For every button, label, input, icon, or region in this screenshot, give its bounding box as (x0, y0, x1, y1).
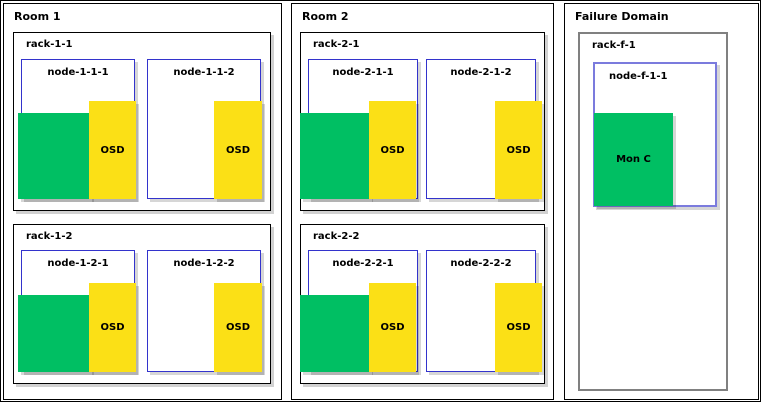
daemon-label: OSD (225, 144, 250, 156)
node-title-node-2-1-1: node-2-1-1 (332, 67, 394, 78)
rack-title-rack-f-1: rack-f-1 (592, 40, 636, 51)
node-title-node-1-1-2: node-1-1-2 (173, 67, 235, 78)
group-title-failure-domain: Failure Domain (575, 10, 669, 23)
daemon-osd-node-1-1-1[interactable]: OSD (89, 101, 136, 199)
daemon-green-node-1-1-1[interactable] (18, 113, 91, 199)
daemon-label: OSD (225, 322, 250, 333)
daemon-label: OSD (100, 322, 125, 333)
daemon-label: Mon C (616, 154, 651, 165)
node-title-node-2-2-1: node-2-2-1 (332, 258, 394, 269)
daemon-osd-node-2-2-2[interactable]: OSD (495, 283, 542, 372)
daemon-osd-node-1-1-2[interactable]: OSD (214, 101, 262, 199)
rack-title-rack-1-2: rack-1-2 (26, 231, 73, 242)
node-title-node-1-2-1: node-1-2-1 (47, 258, 109, 269)
rack-title-rack-2-2: rack-2-2 (313, 231, 360, 242)
group-title-room-2: Room 2 (302, 10, 349, 23)
daemon-osd-node-2-1-1[interactable]: OSD (369, 101, 416, 199)
daemon-green-node-1-2-1[interactable] (18, 295, 91, 372)
node-title-node-2-1-2: node-2-1-2 (450, 67, 512, 78)
daemon-osd-node-1-2-1[interactable]: OSD (89, 283, 136, 372)
daemon-label: OSD (380, 322, 405, 333)
daemon-osd-node-1-2-2[interactable]: OSD (214, 283, 262, 372)
daemon-osd-node-2-1-2[interactable]: OSD (495, 101, 542, 199)
rack-title-rack-1-1: rack-1-1 (26, 39, 73, 50)
daemon-label: OSD (380, 144, 405, 156)
daemon-green-node-2-1-1[interactable] (300, 113, 370, 199)
node-title-node-1-2-2: node-1-2-2 (173, 258, 235, 269)
node-title-node-1-1-1: node-1-1-1 (47, 67, 109, 78)
node-title-node-f-1-1: node-f-1-1 (609, 71, 668, 82)
rack-title-rack-2-1: rack-2-1 (313, 39, 360, 50)
daemon-label: OSD (506, 322, 531, 333)
node-title-node-2-2-2: node-2-2-2 (450, 258, 512, 269)
daemon-osd-node-2-2-1[interactable]: OSD (369, 283, 416, 372)
daemon-mon-node-f-1-1[interactable]: Mon C (594, 113, 673, 206)
group-title-room-1: Room 1 (14, 10, 61, 23)
daemon-label: OSD (100, 144, 125, 156)
daemon-label: OSD (506, 144, 531, 156)
daemon-green-node-2-2-1[interactable] (300, 295, 370, 372)
